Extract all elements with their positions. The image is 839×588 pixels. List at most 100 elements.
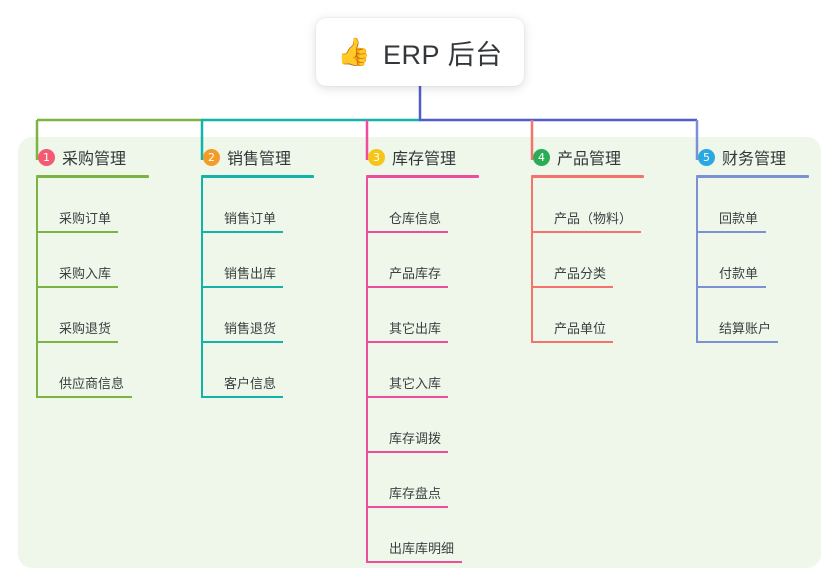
branch-number-badge: 5 <box>698 148 715 166</box>
branch-items: 仓库信息产品库存其它出库其它入库库存调拨库存盘点出库库明细 <box>366 178 479 563</box>
branch-header-underline <box>696 175 809 178</box>
branch-column-product: 4 产品管理产品（物料） 产品分类产品单位 <box>531 145 644 343</box>
branch-leaf-underline <box>366 341 448 343</box>
branch-leaf-item[interactable]: 仓库信息 <box>366 178 479 233</box>
branch-leaf-label: 产品（物料） <box>554 211 633 226</box>
branch-leaf-label: 库存调拨 <box>389 431 442 446</box>
branch-leaf-underline <box>531 341 613 343</box>
branch-leaf-item[interactable]: 产品库存 <box>366 233 479 288</box>
branch-leaf-item[interactable]: 采购入库 <box>36 233 149 288</box>
branch-title: 库存管理 <box>392 151 457 168</box>
branch-leaf-item[interactable]: 其它出库 <box>366 288 479 343</box>
branch-spine-line <box>366 178 368 563</box>
branch-title: 采购管理 <box>62 151 127 168</box>
branch-leaf-item[interactable]: 库存盘点 <box>366 453 479 508</box>
branch-header-underline <box>36 175 149 178</box>
branch-leaf-label: 供应商信息 <box>59 376 125 391</box>
branch-leaf-label: 产品库存 <box>389 266 442 281</box>
branch-leaf-underline <box>201 341 283 343</box>
branch-spine-line <box>531 178 533 343</box>
branch-leaf-underline <box>366 561 462 563</box>
branch-leaf-underline <box>696 231 766 233</box>
branch-leaf-item[interactable]: 回款单 <box>696 178 809 233</box>
branch-header-inventory[interactable]: 3 库存管理 <box>366 145 479 169</box>
branch-leaf-label: 销售退货 <box>224 321 277 336</box>
branch-leaf-underline <box>531 231 641 233</box>
root-node-erp-backend[interactable]: 👍 ERP 后台 <box>316 18 524 86</box>
branch-leaf-label: 仓库信息 <box>389 211 442 226</box>
branch-header-underline <box>201 175 314 178</box>
branch-leaf-label: 销售出库 <box>224 266 277 281</box>
branch-leaf-underline <box>201 286 283 288</box>
branch-leaf-item[interactable]: 其它入库 <box>366 343 479 398</box>
branch-items: 产品（物料） 产品分类产品单位 <box>531 178 644 343</box>
branch-leaf-item[interactable]: 出库库明细 <box>366 508 479 563</box>
branch-leaf-underline <box>366 286 448 288</box>
branch-leaf-label: 结算账户 <box>719 321 772 336</box>
branch-leaf-underline <box>201 231 283 233</box>
branch-number-badge: 2 <box>203 148 220 166</box>
branch-number-badge: 1 <box>38 148 55 166</box>
branch-leaf-label: 其它入库 <box>389 376 442 391</box>
branch-leaf-item[interactable]: 供应商信息 <box>36 343 149 398</box>
branch-leaf-item[interactable]: 付款单 <box>696 233 809 288</box>
branch-leaf-item[interactable]: 产品（物料） <box>531 178 644 233</box>
branch-leaf-label: 库存盘点 <box>389 486 442 501</box>
branch-leaf-item[interactable]: 产品分类 <box>531 233 644 288</box>
branch-leaf-item[interactable]: 产品单位 <box>531 288 644 343</box>
branch-leaf-label: 采购订单 <box>59 211 112 226</box>
branch-header-purchasing[interactable]: 1 采购管理 <box>36 145 149 169</box>
branch-title: 产品管理 <box>557 151 622 168</box>
branch-leaf-underline <box>201 396 283 398</box>
branch-leaf-item[interactable]: 采购订单 <box>36 178 149 233</box>
branch-leaf-underline <box>696 286 766 288</box>
branch-items: 销售订单销售出库销售退货客户信息 <box>201 178 314 398</box>
branch-leaf-underline <box>366 396 448 398</box>
branch-number-badge: 3 <box>368 148 385 166</box>
branch-leaf-underline <box>531 286 613 288</box>
branch-spine-line <box>201 178 203 398</box>
branch-leaf-underline <box>366 506 448 508</box>
branch-leaf-item[interactable]: 销售订单 <box>201 178 314 233</box>
branch-header-finance[interactable]: 5 财务管理 <box>696 145 809 169</box>
branch-column-finance: 5 财务管理回款单付款单结算账户 <box>696 145 809 343</box>
branch-leaf-label: 采购入库 <box>59 266 112 281</box>
branch-leaf-underline <box>366 451 448 453</box>
branch-number-badge: 4 <box>533 148 550 166</box>
branch-header-underline <box>366 175 479 178</box>
branch-leaf-label: 客户信息 <box>224 376 277 391</box>
branch-leaf-label: 销售订单 <box>224 211 277 226</box>
branch-leaf-item[interactable]: 库存调拨 <box>366 398 479 453</box>
thumbs-up-icon: 👍 <box>337 36 372 67</box>
branch-leaf-label: 出库库明细 <box>389 541 455 556</box>
branch-leaf-label: 采购退货 <box>59 321 112 336</box>
branch-leaf-label: 其它出库 <box>389 321 442 336</box>
branch-header-product[interactable]: 4 产品管理 <box>531 145 644 169</box>
branch-column-purchasing: 1 采购管理采购订单采购入库采购退货供应商信息 <box>36 145 149 398</box>
branch-title: 财务管理 <box>722 151 787 168</box>
branch-leaf-item[interactable]: 采购退货 <box>36 288 149 343</box>
branch-leaf-label: 产品单位 <box>554 321 607 336</box>
branch-header-underline <box>531 175 644 178</box>
branch-leaf-label: 回款单 <box>719 211 759 226</box>
branch-leaf-underline <box>36 286 118 288</box>
branch-leaf-underline <box>36 231 118 233</box>
branch-leaf-label: 付款单 <box>719 266 759 281</box>
branch-leaf-label: 产品分类 <box>554 266 607 281</box>
root-node-title: ERP 后台 <box>383 39 503 70</box>
branch-items: 回款单付款单结算账户 <box>696 178 809 343</box>
branch-leaf-item[interactable]: 客户信息 <box>201 343 314 398</box>
diagram-panel <box>18 137 821 568</box>
branch-leaf-underline <box>696 341 778 343</box>
branch-leaf-item[interactable]: 销售出库 <box>201 233 314 288</box>
branch-items: 采购订单采购入库采购退货供应商信息 <box>36 178 149 398</box>
branch-spine-line <box>36 178 38 398</box>
branch-column-inventory: 3 库存管理仓库信息产品库存其它出库其它入库库存调拨库存盘点出库库明细 <box>366 145 479 563</box>
branch-leaf-item[interactable]: 销售退货 <box>201 288 314 343</box>
branch-leaf-item[interactable]: 结算账户 <box>696 288 809 343</box>
branch-leaf-underline <box>36 341 118 343</box>
branch-leaf-underline <box>36 396 132 398</box>
